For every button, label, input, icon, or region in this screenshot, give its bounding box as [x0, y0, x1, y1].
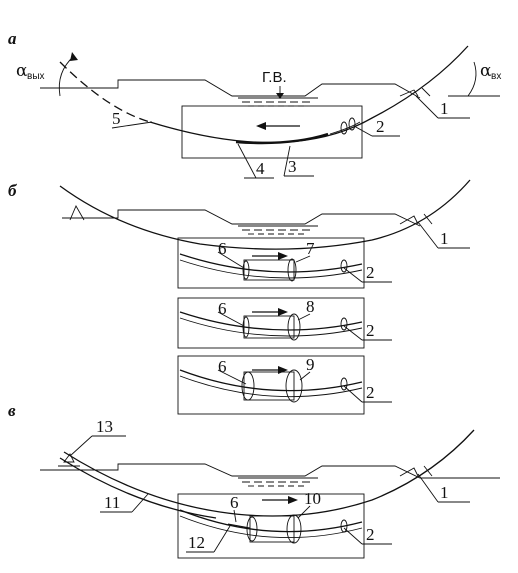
- callout-2-a: 2: [353, 117, 400, 137]
- entry-rig-leg-a: [421, 87, 431, 97]
- callout-8: 8: [297, 297, 315, 321]
- water-a: [238, 97, 318, 107]
- section-label-a: а: [8, 29, 17, 48]
- detail-box-b3: [177, 355, 365, 415]
- borehole-profile-v: [219, 429, 475, 517]
- exit-angle-label: α вых: [16, 61, 45, 82]
- callout-12: 12: [186, 525, 231, 553]
- entry-rig-leg-v: [423, 465, 433, 477]
- svg-text:1: 1: [440, 483, 449, 502]
- callout-6-b3: 6: [217, 357, 247, 385]
- entry-rig-v: [399, 467, 419, 477]
- callout-6-b1: 6: [217, 239, 245, 269]
- ground-profile-a: [62, 79, 421, 99]
- callout-9: 9: [299, 355, 315, 381]
- entry-angle-label: α вх: [480, 61, 501, 82]
- callout-6-b2: 6: [217, 299, 245, 327]
- entry-angle-arc: [467, 61, 477, 97]
- panel-b: б 1: [8, 179, 471, 415]
- callout-7: 7: [295, 239, 315, 263]
- exit-angle-arc: [58, 55, 75, 97]
- entry-rig-b: [399, 215, 419, 225]
- panel-a: а Г.В. α вх: [8, 29, 501, 179]
- direction-arrowhead-a: [256, 122, 266, 130]
- callout-5: 5: [111, 109, 153, 129]
- svg-text:2: 2: [366, 263, 375, 282]
- pilot-path-exit-a: [59, 61, 151, 123]
- svg-text:6: 6: [230, 493, 239, 512]
- svg-text:7: 7: [306, 239, 315, 258]
- ground-profile-v: [40, 463, 500, 479]
- svg-text:2: 2: [366, 383, 375, 402]
- water-level-label: Г.В.: [262, 69, 287, 86]
- callout-2-b1: 2: [343, 263, 392, 283]
- svg-text:8: 8: [306, 297, 315, 316]
- callout-1-b: 1: [417, 221, 470, 249]
- svg-text:10: 10: [304, 489, 321, 508]
- pilot-path-a: [149, 45, 469, 144]
- bit-ring-a2: [348, 117, 356, 131]
- callout-13: 13: [69, 417, 126, 457]
- callout-6-v: 6: [230, 493, 239, 523]
- callout-1-a: 1: [415, 95, 470, 119]
- section-label-b: б: [8, 181, 18, 200]
- svg-text:9: 9: [306, 355, 315, 374]
- svg-text:вх: вх: [491, 71, 501, 82]
- callout-1-v: 1: [417, 473, 470, 503]
- detail-box-b1: [177, 237, 365, 289]
- ground-profile-b: [62, 209, 421, 227]
- svg-text:1: 1: [440, 99, 449, 118]
- svg-text:4: 4: [256, 159, 265, 178]
- water-b: [238, 225, 318, 235]
- panel-v: в: [8, 401, 500, 559]
- svg-text:5: 5: [112, 109, 121, 128]
- water-level-arrowhead: [276, 93, 284, 99]
- svg-text:6: 6: [218, 357, 227, 376]
- drill-string-tail-a: [329, 121, 361, 135]
- drill-string-a: [235, 132, 329, 145]
- svg-text:2: 2: [366, 321, 375, 340]
- entry-rig-leg-b: [423, 213, 433, 225]
- callout-2-b2: 2: [343, 321, 392, 341]
- pipeline-string-upper: [63, 451, 221, 513]
- detail-box-b2: [177, 297, 365, 349]
- section-label-v: в: [8, 401, 16, 420]
- svg-text:α: α: [480, 61, 492, 81]
- detail-box-v: [177, 493, 365, 559]
- pipeline-string-lower: [59, 457, 217, 519]
- svg-text:12: 12: [188, 533, 205, 552]
- svg-text:6: 6: [218, 299, 227, 318]
- callout-4: 4: [237, 143, 274, 179]
- svg-text:вых: вых: [27, 71, 45, 82]
- svg-text:1: 1: [440, 229, 449, 248]
- bit-ring-a1: [340, 121, 348, 135]
- exit-angle-arrowhead: [70, 52, 78, 61]
- callout-11: 11: [100, 493, 149, 513]
- water-v: [238, 477, 318, 487]
- callout-3: 3: [283, 145, 314, 177]
- callout-2-b3: 2: [343, 383, 392, 403]
- detail-box-a: [181, 105, 363, 159]
- svg-text:11: 11: [104, 493, 120, 512]
- svg-text:3: 3: [288, 157, 297, 176]
- roller-support-13: [63, 453, 75, 463]
- borehole-profile-b: [59, 179, 471, 250]
- callout-10: 10: [297, 489, 321, 519]
- svg-text:13: 13: [96, 417, 113, 436]
- entry-rig-a: [399, 89, 419, 97]
- svg-text:α: α: [16, 61, 28, 81]
- callout-2-v: 2: [343, 525, 392, 545]
- exit-rig-b: [69, 204, 85, 221]
- svg-text:2: 2: [376, 117, 385, 136]
- svg-text:2: 2: [366, 525, 375, 544]
- svg-text:6: 6: [218, 239, 227, 258]
